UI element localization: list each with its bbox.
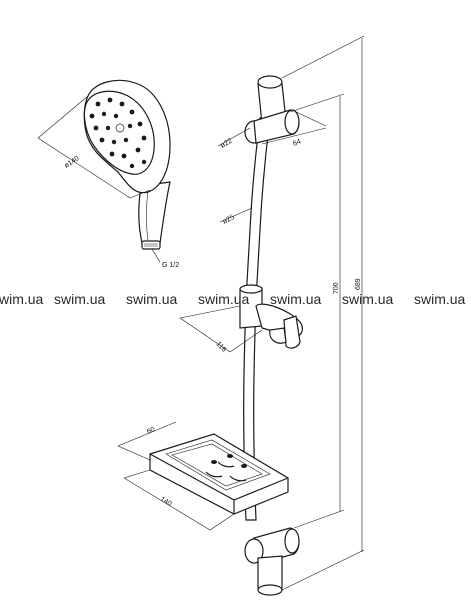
slide-bar: ø22 64 ø25 116 [179, 75, 327, 596]
bracket-diameter-label: ø22 [220, 138, 234, 150]
bar-diameter-label: ø25 [222, 214, 236, 226]
bracket-depth-label: 64 [292, 138, 302, 147]
watermark-row: swim.ua swim.ua swim.ua swim.ua swim.ua … [0, 291, 466, 307]
soap-dish: 60 140 [117, 421, 289, 531]
spray-nozzles [89, 97, 147, 169]
soap-dish-depth-label: 60 [146, 426, 156, 435]
slider-holder [239, 284, 303, 349]
soap-dish-ribs [205, 454, 247, 482]
watermark-label: swim.ua [342, 291, 394, 307]
watermark-label: swim.ua [0, 291, 44, 307]
bar-length-label: 700 [333, 282, 340, 294]
watermark-label: swim.ua [126, 291, 178, 307]
inlet-thread-label: G 1/2 [162, 262, 179, 269]
watermark-label: swim.ua [414, 291, 466, 307]
watermark-label: swim.ua [270, 291, 322, 307]
overall-dimensions: 700 689 [281, 35, 365, 591]
top-wall-bracket [244, 75, 300, 144]
hand-shower-head: ø140 G 1/2 [37, 79, 179, 269]
total-height-label: 689 [355, 278, 362, 290]
slider-length-label: 116 [215, 341, 228, 354]
watermark-label: swim.ua [54, 291, 106, 307]
watermark-label: swim.ua [198, 291, 250, 307]
head-diameter-label: ø140 [63, 155, 80, 170]
bottom-wall-bracket [244, 527, 300, 596]
